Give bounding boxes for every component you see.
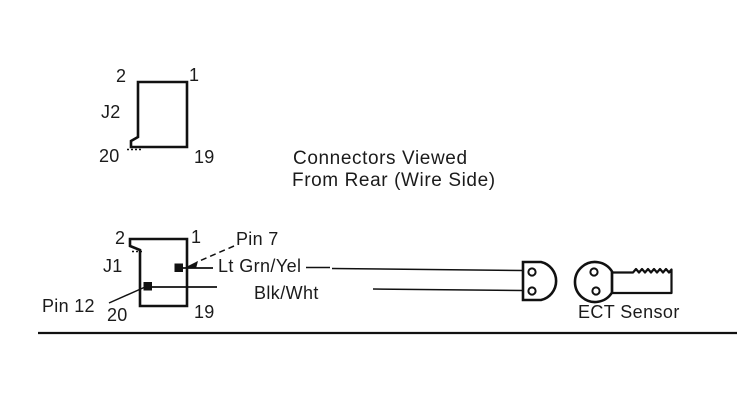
ground-wire-label: Blk/Wht xyxy=(254,283,319,303)
ect-sensor-shape xyxy=(573,260,673,304)
pin12-terminal xyxy=(143,282,152,291)
view-note-line1: Connectors Viewed xyxy=(293,148,468,169)
j1-connector-outline xyxy=(128,237,189,308)
j1-pin19-label: 19 xyxy=(194,302,215,322)
pin12-callout-label: Pin 12 xyxy=(42,296,95,316)
pin7-terminal xyxy=(174,263,183,272)
harness-terminal-top xyxy=(527,267,537,277)
sensor-threaded-body xyxy=(610,267,673,295)
signal-wire-label: Lt Grn/Yel xyxy=(218,256,302,276)
j2-name-label: J2 xyxy=(101,102,121,122)
j2-pin19-label: 19 xyxy=(194,147,215,167)
pin7-arrowhead xyxy=(185,261,198,269)
lt-grn-yel-wire xyxy=(183,266,524,272)
harness-connector xyxy=(521,260,558,302)
j1-name-label: J1 xyxy=(103,256,123,276)
harness-terminal-bottom xyxy=(527,286,537,296)
sensor-terminal-top xyxy=(589,267,599,277)
j2-pin2-label: 2 xyxy=(116,66,127,86)
pin7-callout-label: Pin 7 xyxy=(236,229,279,249)
j2-connector-outline xyxy=(127,80,189,151)
j2-pin20-label: 20 xyxy=(99,146,120,166)
pin7-leader-line xyxy=(185,245,235,269)
view-note-line2: From Rear (Wire Side) xyxy=(292,170,496,191)
j2-pin1-label: 1 xyxy=(189,65,200,85)
sensor-terminal-bottom xyxy=(591,286,601,296)
j1-pin2-label: 2 xyxy=(115,228,126,248)
j1-pin20-label: 20 xyxy=(107,305,128,325)
pin12-leader-line xyxy=(108,286,145,304)
ect-sensor-label: ECT Sensor xyxy=(578,302,680,322)
blk-wht-wire xyxy=(152,286,524,292)
j1-pin1-label: 1 xyxy=(191,227,202,247)
